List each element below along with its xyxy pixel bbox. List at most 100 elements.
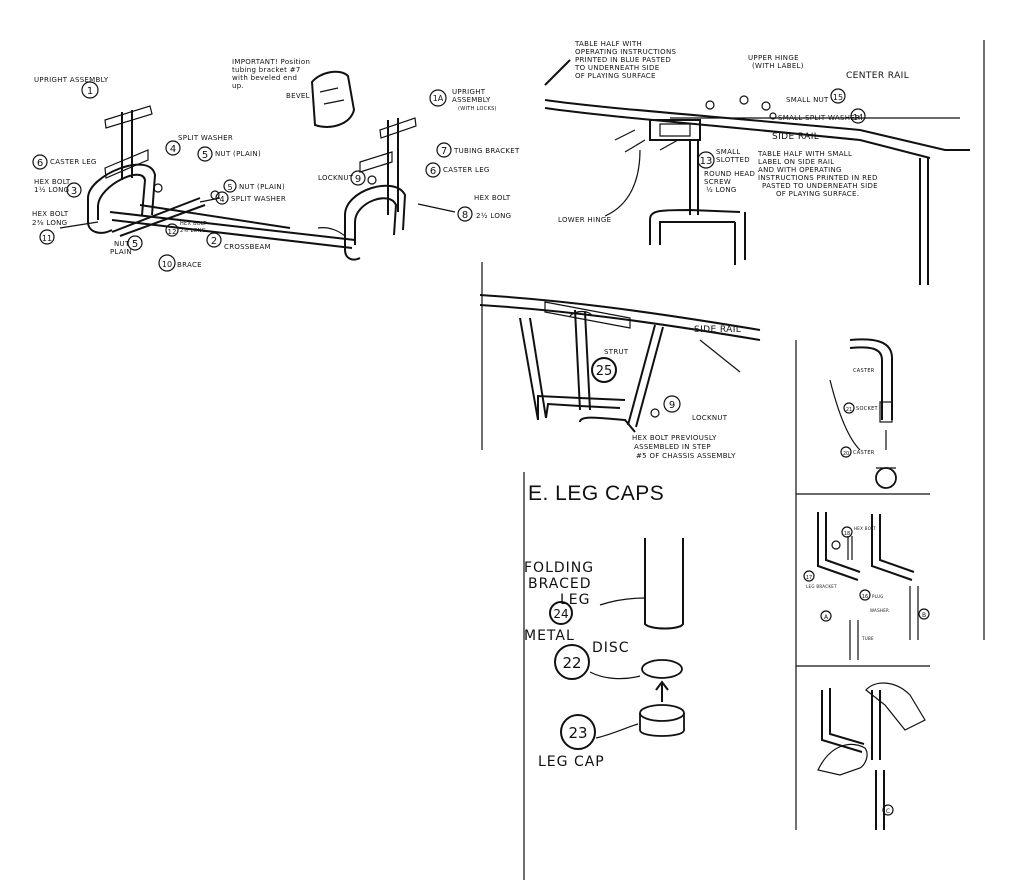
label-table-half-red-c: AND WITH OPERATING [758, 166, 842, 174]
label-caster-top: CASTER [853, 368, 875, 374]
label-upright-1a-b: ASSEMBLY [452, 96, 491, 104]
callout-6-right-text: 6 [430, 166, 436, 177]
label-small-screw-d: SCREW [704, 178, 731, 186]
callout-6-right [425, 162, 441, 178]
label-leg-cap: LEG CAP [538, 754, 605, 770]
callout-23 [560, 714, 596, 750]
callout-24-text: 24 [553, 607, 568, 621]
label-important-c: with beveled end [232, 74, 297, 82]
callout-20-text: 20 [843, 451, 849, 457]
callout-22 [554, 644, 590, 680]
label-nut-plain-b: NUT (PLAIN) [239, 183, 285, 191]
label-table-half-red-b: LABEL ON SIDE RAIL [758, 158, 834, 166]
callout-5b-text: 5 [227, 183, 232, 192]
label-hex-bolt-r-b: 2½ LONG [476, 212, 511, 220]
label-upright-assembly-1: UPRIGHT ASSEMBLY [34, 76, 109, 84]
label-table-half-red-d: INSTRUCTIONS PRINTED IN RED [758, 174, 878, 182]
label-hex-bolt-1-a: HEX BOLT [34, 178, 71, 186]
label-crossbeam: CROSSBEAM [224, 243, 271, 251]
label-hex-bolt-2-b: 2⅜ LONG [32, 219, 67, 227]
callout-8 [457, 206, 473, 222]
callout-4 [165, 140, 181, 156]
label-leg-bracket: LEG BRACKET [806, 584, 837, 589]
callout-4-text: 4 [170, 144, 176, 155]
label-hex-bolt-12-a: HEX BOLT [180, 221, 207, 227]
callout-16-text: 16 [862, 594, 868, 600]
label-side-rail-top: SIDE RAIL [772, 132, 819, 142]
label-table-half-blue-c: PRINTED IN BLUE PASTED [575, 56, 671, 64]
label-plug: PLUG [872, 594, 884, 599]
label-split-washer: SPLIT WASHER [178, 134, 233, 142]
label-small-screw-a: SMALL [716, 148, 741, 156]
chassis-labels: UPRIGHT ASSEMBLY 1 IMPORTANT! Position t… [32, 58, 520, 272]
callout-13-text: 13 [700, 156, 713, 167]
caster-wheel [875, 467, 897, 489]
label-hex-bolt-strut-a: HEX BOLT PREVIOUSLY [632, 434, 717, 442]
callout-a [820, 610, 832, 622]
callout-5-text: 5 [202, 150, 208, 161]
label-table-half-blue-d: TO UNDERNEATH SIDE [574, 64, 659, 72]
callout-13 [697, 151, 715, 169]
callout-14 [850, 108, 866, 124]
label-hex-bolt-r-a: HEX BOLT [474, 194, 511, 202]
label-lower-hinge: LOWER HINGE [558, 216, 611, 224]
label-metal: METAL [524, 628, 575, 644]
callout-4b [215, 191, 229, 205]
label-tube: TUBE [861, 636, 874, 641]
label-leg: LEG [560, 592, 591, 608]
hinge-figure [544, 59, 970, 285]
label-hex-bolt-strut-c: #5 OF CHASSIS ASSEMBLY [636, 452, 736, 460]
callout-1a-text: 1A [433, 94, 444, 103]
callout-21-text: 21 [846, 407, 852, 413]
label-hex-bolt-1-b: 1½ LONG [34, 186, 69, 194]
callout-1 [81, 81, 99, 99]
callout-11 [39, 229, 55, 245]
label-upright-1a-a: UPRIGHT [452, 88, 486, 96]
callout-4b-text: 4 [219, 195, 224, 204]
leg-caps-section: E. LEG CAPS FOLDING BRACED LEG 24 METAL … [523, 472, 685, 880]
callout-22-text: 22 [562, 654, 581, 672]
label-caster-leg-b: CASTER LEG [443, 166, 490, 174]
callout-18-text: 18 [844, 531, 850, 537]
label-small-screw-b: SLOTTED [716, 156, 750, 164]
label-strut: STRUT [604, 348, 629, 356]
label-disc: DISC [592, 640, 630, 656]
label-folding: FOLDING [524, 560, 594, 576]
label-split-washer-b: SPLIT WASHER [231, 195, 286, 203]
callout-23-text: 23 [568, 724, 587, 742]
callout-12 [165, 223, 179, 237]
label-hex-bolt-strut-b: ASSEMBLED IN STEP [634, 443, 711, 451]
callout-25-text: 25 [596, 364, 613, 379]
label-hex-bolt-small: HEX BOLT [854, 526, 876, 531]
label-nut-c-a: NUT [114, 240, 130, 248]
callout-17-text: 17 [806, 575, 812, 581]
callout-9-text: 9 [355, 174, 361, 185]
label-table-half-blue-a: TABLE HALF WITH [574, 40, 642, 48]
callout-9 [350, 170, 366, 186]
callout-1-text: 1 [87, 86, 93, 97]
callout-14-text: 14 [853, 113, 863, 122]
label-table-half-blue-e: OF PLAYING SURFACE [575, 72, 656, 80]
label-upright-1a-c: (WITH LOCKS) [458, 106, 497, 112]
label-important-d: up. [232, 82, 244, 90]
callout-9-strut [663, 395, 681, 413]
label-braced: BRACED [528, 576, 592, 592]
callout-6-left [32, 154, 48, 170]
callout-15 [830, 88, 846, 104]
callout-10-text: 10 [162, 260, 172, 269]
label-locknut: LOCKNUT [318, 174, 354, 182]
callout-20 [840, 446, 852, 458]
callout-24 [549, 601, 573, 625]
label-small-nut: SMALL NUT [786, 96, 829, 104]
label-table-half-blue-b: OPERATING INSTRUCTIONS [575, 48, 676, 56]
label-small-screw-e: ½ LONG [706, 186, 737, 194]
strut-labels: SIDE RAIL STRUT 25 9 LOCKNUT HEX BOLT PR… [591, 325, 741, 460]
callout-b [918, 608, 930, 620]
callout-5b [223, 179, 237, 193]
callout-1a [429, 89, 447, 107]
label-nut-c-b: PLAIN [110, 248, 132, 256]
label-caster-leg: CASTER LEG [50, 158, 97, 166]
strut-figure [479, 262, 761, 450]
callout-8-text: 8 [462, 210, 468, 221]
label-tubing-bracket: TUBING BRACKET [453, 147, 520, 155]
